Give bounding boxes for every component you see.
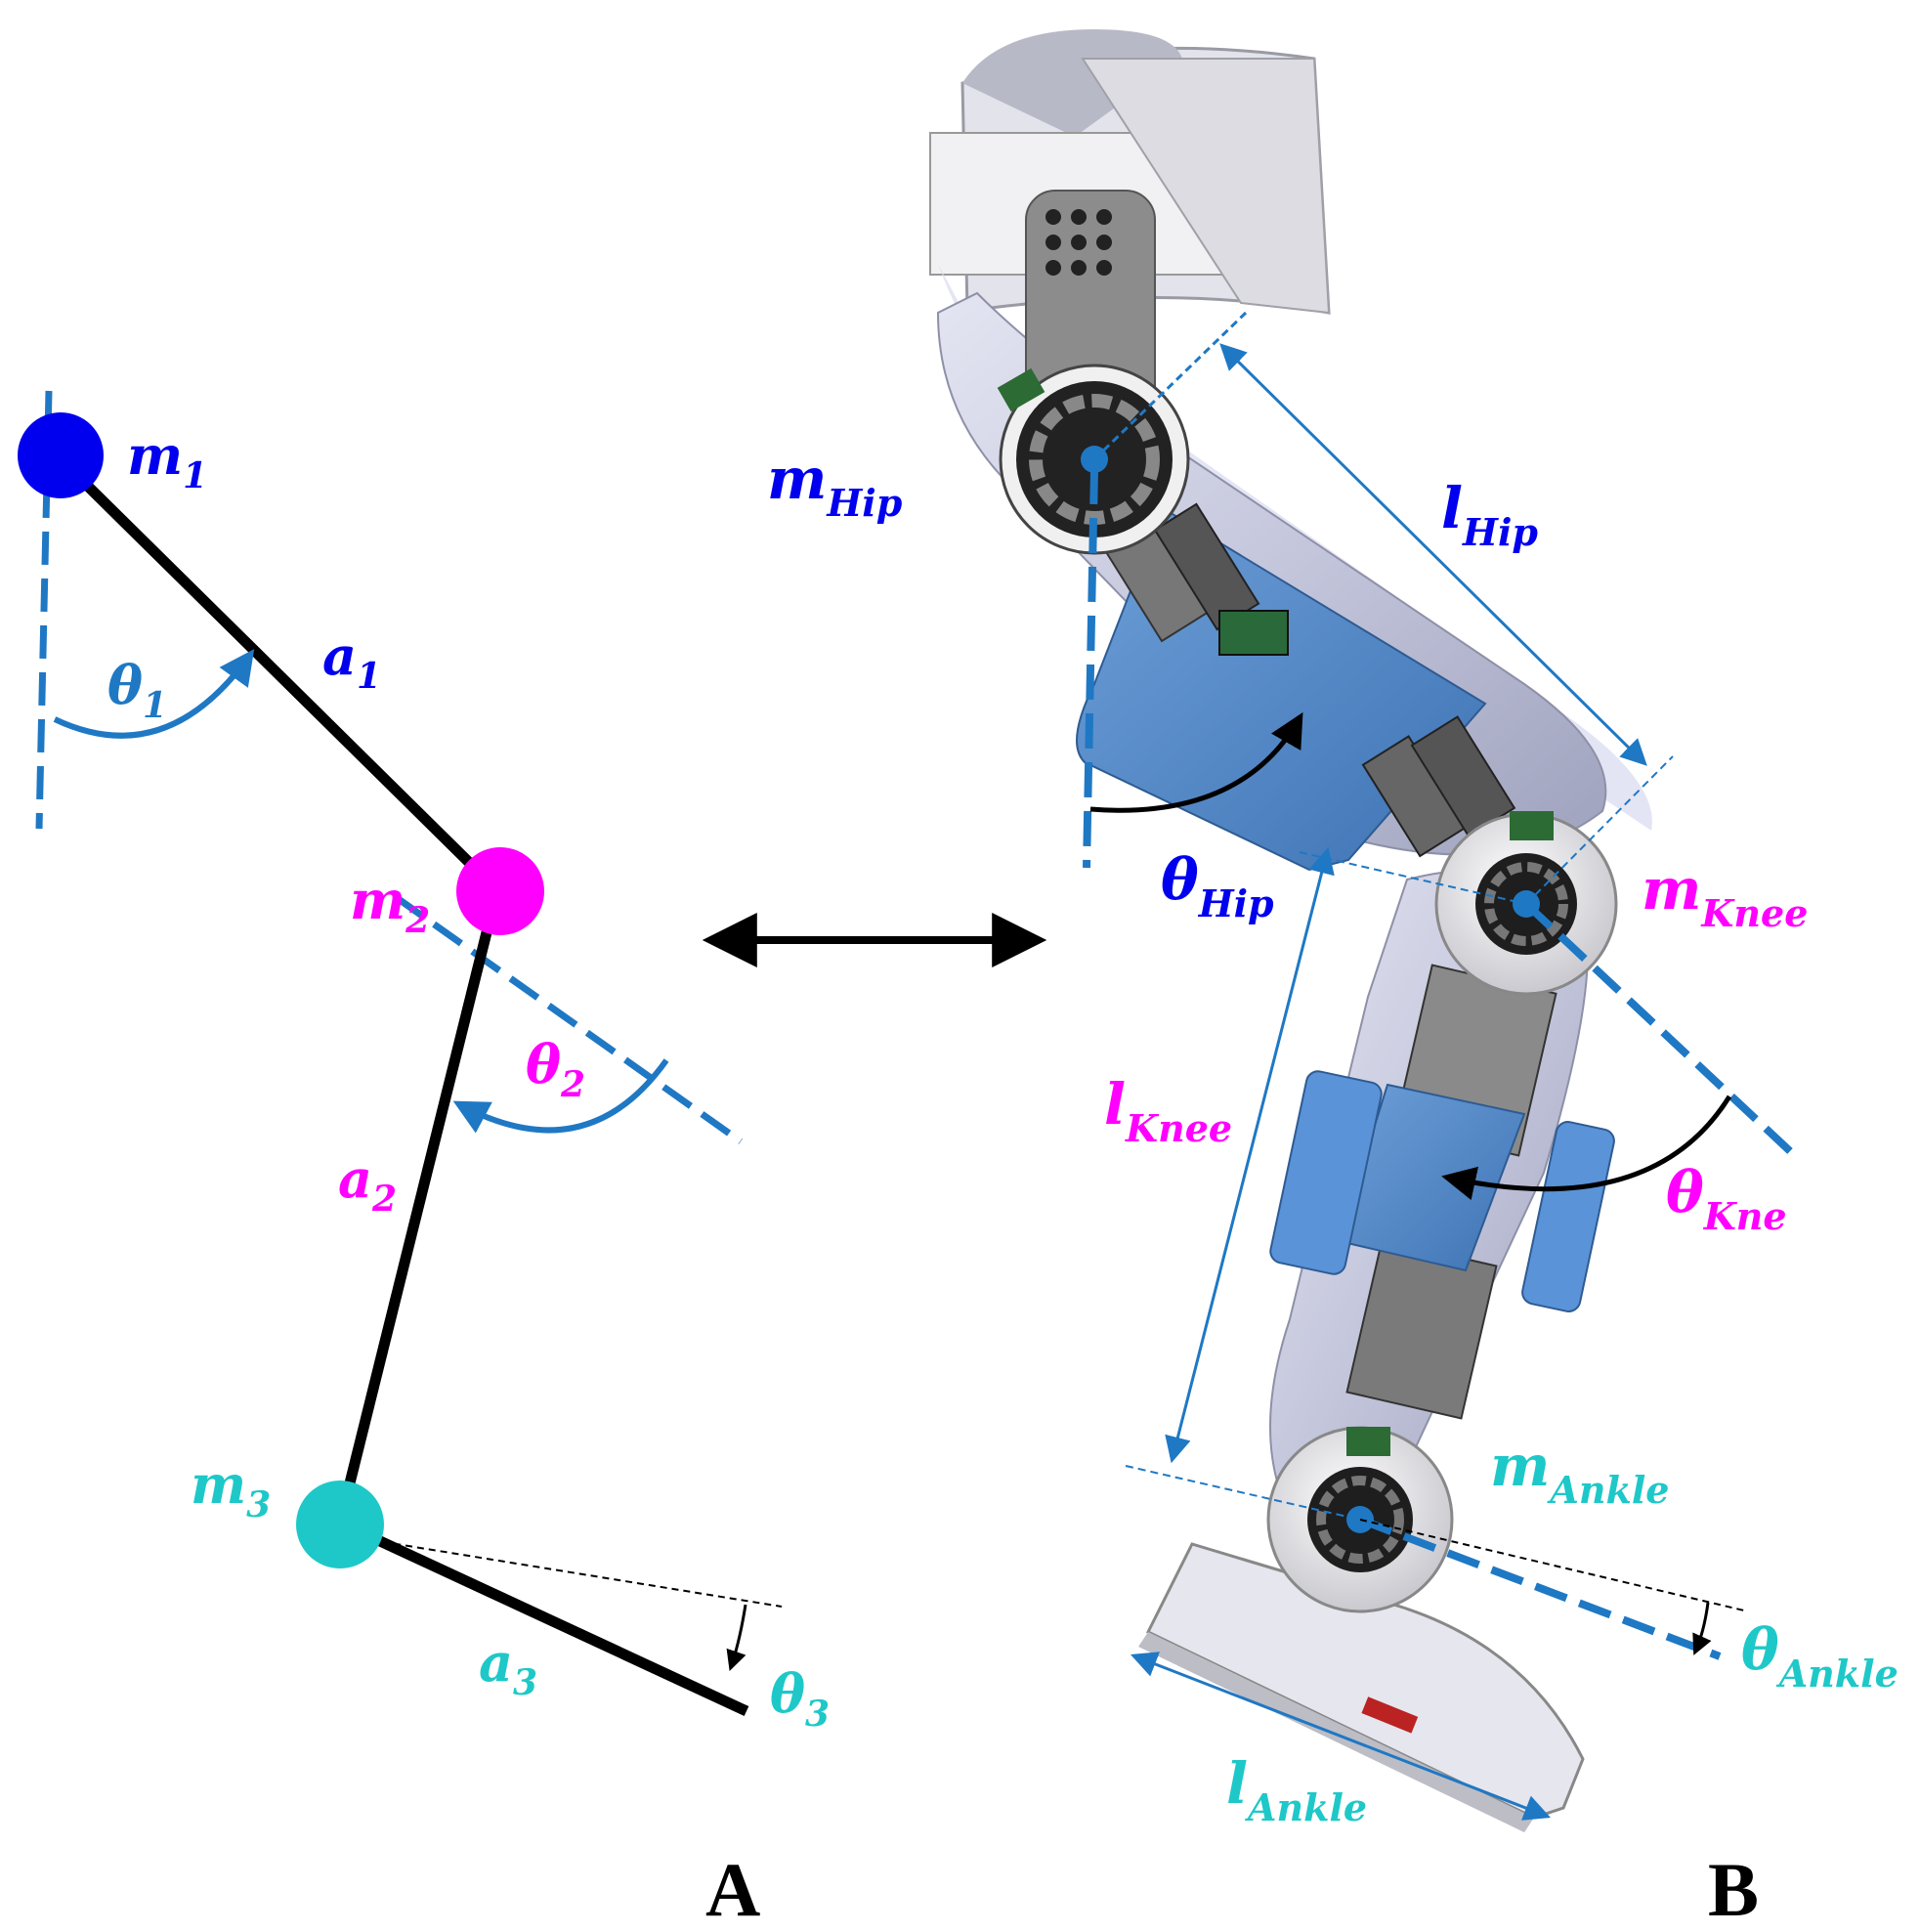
label-m3: m3 [191, 1453, 271, 1525]
mass-m2-joint [456, 847, 544, 935]
label-a2: a2 [338, 1147, 397, 1220]
mass-m1-joint [18, 412, 104, 498]
hip-cuff-flap [1081, 58, 1331, 315]
shank-clamp-right [1521, 1121, 1615, 1312]
angle-arc-1 [53, 649, 255, 739]
link-a3 [337, 1518, 749, 1716]
ref-line-2 [393, 894, 744, 1144]
label-theta2: θ2 [526, 1033, 585, 1105]
panel-a-label: A [705, 1847, 760, 1932]
l-ankle-dimension [1130, 1652, 1552, 1821]
label-m-ankle: mAnkle [1490, 1433, 1669, 1512]
ankle-perp-line [1125, 1465, 1361, 1521]
hip-ref-line [1083, 468, 1098, 869]
label-m-knee: mKnee [1642, 856, 1808, 935]
angle-arc-2 [452, 1058, 669, 1134]
label-m2: m2 [350, 869, 430, 941]
label-a3: a3 [479, 1631, 537, 1703]
mass-m3-joint [296, 1481, 384, 1568]
label-theta1: θ1 [107, 654, 167, 726]
label-l-hip: lHip [1441, 475, 1538, 554]
knee-tick-line [1525, 755, 1674, 905]
theta-knee-arc [1441, 1095, 1732, 1201]
label-a1: a1 [322, 624, 381, 697]
label-m1: m1 [127, 424, 207, 496]
ankle-ref-line [1358, 1516, 1722, 1660]
ref-line-3 [335, 1533, 783, 1608]
l-hip-dimension [1219, 343, 1647, 766]
label-theta3: θ3 [770, 1662, 830, 1735]
ankle-horizontal-line [1359, 1519, 1745, 1611]
panel-b-annotations: mHip lHip θHip mKnee lKnee θKne mAnkle θ… [767, 311, 1899, 1932]
link-a2 [334, 895, 501, 1524]
label-m-hip: mHip [767, 446, 903, 525]
l-knee-dimension [1165, 846, 1335, 1464]
hip-plate-holes [1045, 209, 1112, 276]
hip-cuff-dome [962, 29, 1182, 137]
panel-b-label: B [1708, 1847, 1759, 1932]
label-theta-hip: θHip [1161, 846, 1274, 925]
knee-perp-line [1299, 851, 1527, 905]
panel-a: m1 a1 θ1 m2 θ2 a2 m3 a3 θ3 A [18, 390, 830, 1932]
knee-ref-line [1523, 901, 1793, 1154]
angle-arc-3 [726, 1604, 747, 1671]
theta-ankle-arc [1692, 1602, 1712, 1655]
hip-axis-line [1092, 311, 1248, 461]
theta-hip-arc [1089, 711, 1303, 813]
label-l-knee: lKnee [1104, 1071, 1232, 1150]
link-a1 [55, 453, 500, 893]
exoskeleton-illustration [929, 29, 1652, 1832]
label-theta-ankle: θAnkle [1741, 1616, 1899, 1696]
label-l-ankle: lAnkle [1226, 1750, 1367, 1829]
label-theta-knee: θKne [1666, 1159, 1787, 1238]
